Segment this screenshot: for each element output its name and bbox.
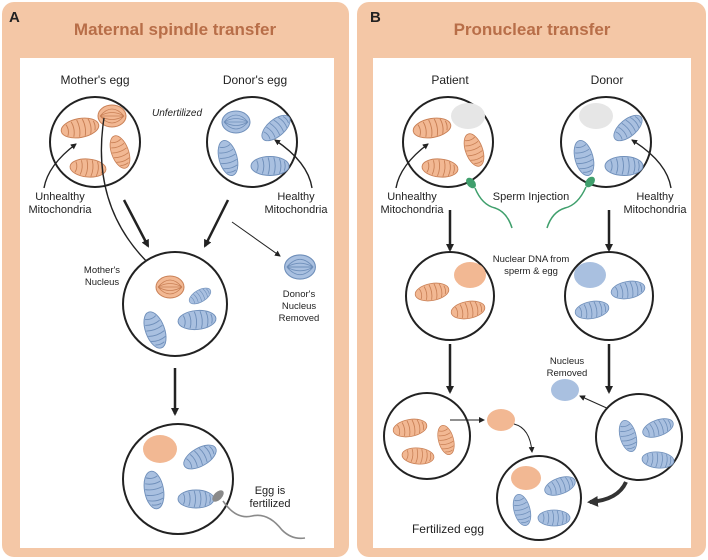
panel-a: A Maternal spindle transfer Mother's egg… [2,2,349,557]
donor-egg-cell-b [560,96,652,188]
unfertilized-label: Unfertilized [152,108,202,119]
mothers-nucleus-label-1: Mother's [84,265,120,276]
mothers-egg-label: Mother's egg [61,73,130,87]
donor-spindle [221,110,251,134]
donors-egg-cell [206,96,298,188]
donor-enucleated-cell [595,393,683,481]
nuclear-dna-label-1: Nuclear DNA from [493,254,570,265]
mothers-spindle [97,104,127,128]
healthy-label-b-2: Mitochondria [624,204,688,216]
donor-zygote-cell [564,251,654,341]
patient-pronucleus-transferred [487,409,515,431]
healthy-label-a-1: Healthy [277,191,315,203]
healthy-pointer-arrow [631,139,672,189]
pronucleus [454,262,486,288]
panel-b-letter: B [370,9,381,26]
fertilized-egg-label: Fertilized egg [412,522,484,536]
unhealthy-label-b-2: Mitochondria [381,204,445,216]
donor-nucleus-removed [284,254,316,280]
donor-removed-label-1: Donor's [283,289,316,300]
pronucleus [511,466,541,490]
reconstructed-egg-cell [122,251,228,357]
nucleus-removed-label-1: Nucleus [550,356,585,367]
donor-mitochondrion [250,156,290,176]
patient-egg-cell [402,96,494,188]
sperm-injection-label: Sperm Injection [493,191,569,203]
donor-label: Donor [591,73,624,87]
arrow-donor-to-reconstructed [203,199,230,248]
nuclear-dna-label-2: sperm & egg [504,266,558,277]
fertilized-label-1: Egg is [255,485,286,497]
panel-b-title: Pronuclear transfer [454,20,611,39]
healthy-label-a-2: Mitochondria [265,204,329,216]
sperm-icon [546,176,595,229]
fertilized-label-2: fertilized [250,498,291,510]
donor-mitochondrion [604,156,644,176]
fertilized-egg-cell-b [496,455,582,541]
sperm-icon [212,490,306,540]
panel-a-letter: A [9,9,20,26]
mothers-spindle-transferred [155,275,185,299]
pronucleus [574,262,606,288]
nucleus-removed-label-2: Removed [547,368,588,379]
donor-removed-label-2: Nucleus [282,301,317,312]
unhealthy-pointer-arrow [395,143,429,189]
unhealthy-label-a-2: Mitochondria [29,204,93,216]
empty-nucleus [579,103,613,129]
arrow-donor-nucleus-removal [231,221,281,257]
unhealthy-label-b-1: Unhealthy [387,191,437,203]
donor-removed-label-3: Removed [279,313,320,324]
healthy-pointer-arrow [274,139,313,189]
empty-nucleus [451,103,485,129]
patient-label: Patient [431,73,469,87]
sperm-icon [466,177,513,229]
patient-enucleated-cell [383,392,471,480]
mothers-nucleus-label-2: Nucleus [85,277,120,288]
patient-zygote-cell [405,251,495,341]
fertilized-egg-cell-a [122,423,234,535]
donor-pronucleus-removed [551,379,579,401]
pronucleus [143,435,177,463]
panel-b: B Pronuclear transfer Patient Donor [357,2,706,557]
arrow-pronucleus-in [513,423,535,453]
unhealthy-pointer-arrow [43,143,77,189]
panel-a-title: Maternal spindle transfer [74,20,277,39]
mothers-egg-cell [49,96,141,188]
donor-mitochondrion [537,509,571,527]
arrow-mother-to-reconstructed [122,199,150,248]
arrow-to-fertilized-egg [587,481,628,507]
donors-egg-label: Donor's egg [223,73,287,87]
unhealthy-label-a-1: Unhealthy [35,191,85,203]
donor-mitochondrion [177,489,215,509]
healthy-label-b-1: Healthy [636,191,674,203]
